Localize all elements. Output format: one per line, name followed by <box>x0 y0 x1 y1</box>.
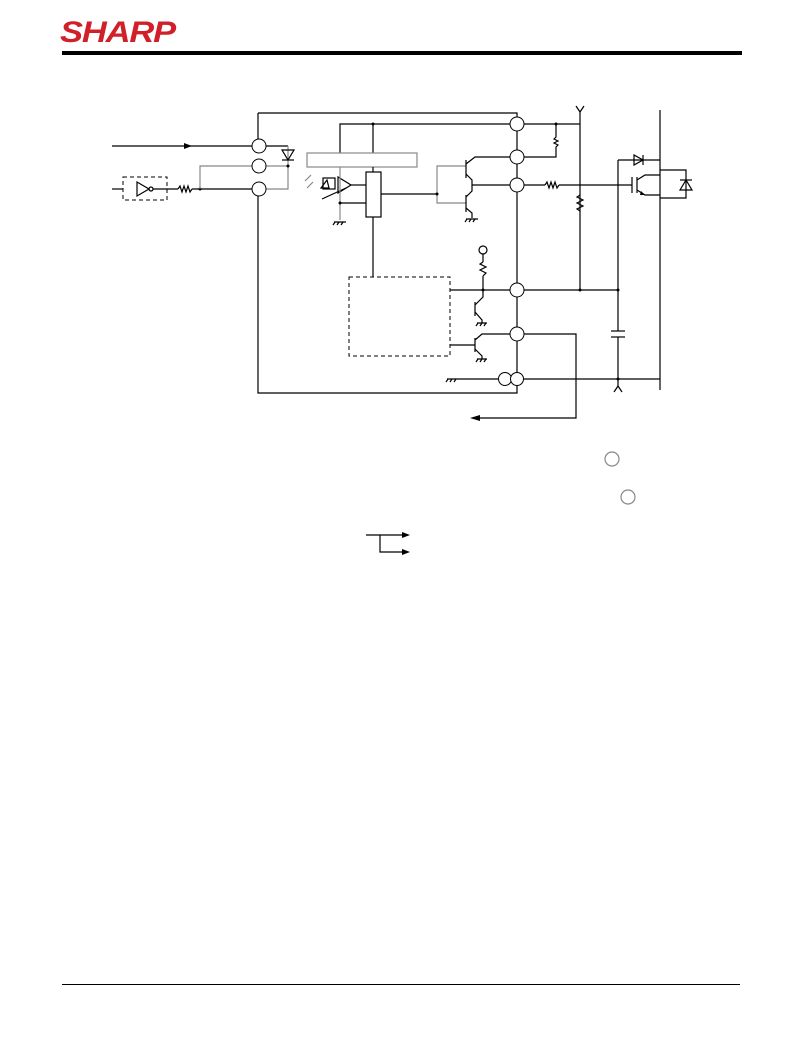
pin-circle <box>498 372 512 386</box>
ground-icon <box>464 218 478 223</box>
ground-icon <box>475 358 487 363</box>
pin-circle <box>509 282 525 298</box>
ground-icon <box>332 221 346 226</box>
pin-circle <box>509 177 525 193</box>
ground-icon <box>475 322 487 327</box>
photodiode-icon <box>319 178 330 189</box>
inverter-icon <box>136 180 151 198</box>
arrow-icon <box>184 143 192 149</box>
resistor-icon <box>177 184 193 194</box>
pin-circle <box>509 149 525 165</box>
internal-circuit <box>304 122 518 383</box>
sharp-logo: SHARP <box>60 16 176 49</box>
arrow-icon <box>402 532 410 538</box>
interface-block <box>365 171 382 218</box>
arrow-icon <box>402 549 410 555</box>
regulator-bar <box>306 152 418 168</box>
ground-icon <box>445 378 498 383</box>
inverter-box <box>122 176 168 201</box>
pin-circle <box>251 138 267 154</box>
pin-circle-symbol <box>620 489 636 505</box>
input-circuit <box>112 143 296 201</box>
pin-circle <box>509 326 525 342</box>
footer-rule <box>62 984 740 985</box>
output-pins <box>498 116 525 386</box>
pin-circle <box>251 158 267 174</box>
branch-arrow-symbol <box>366 532 410 555</box>
supply-terminal-icon <box>478 245 488 255</box>
pin-circle <box>509 116 525 132</box>
pin-circle-symbol <box>604 451 620 467</box>
freewheel-diode-icon <box>678 178 694 191</box>
pin-circle <box>510 372 524 386</box>
pin-circle <box>251 181 267 197</box>
header-rule <box>62 51 742 55</box>
led-diode-icon <box>280 149 296 162</box>
external-circuit <box>470 105 694 421</box>
protection-block <box>348 276 451 357</box>
arrow-icon <box>470 415 480 421</box>
desat-diode-icon <box>633 153 645 167</box>
